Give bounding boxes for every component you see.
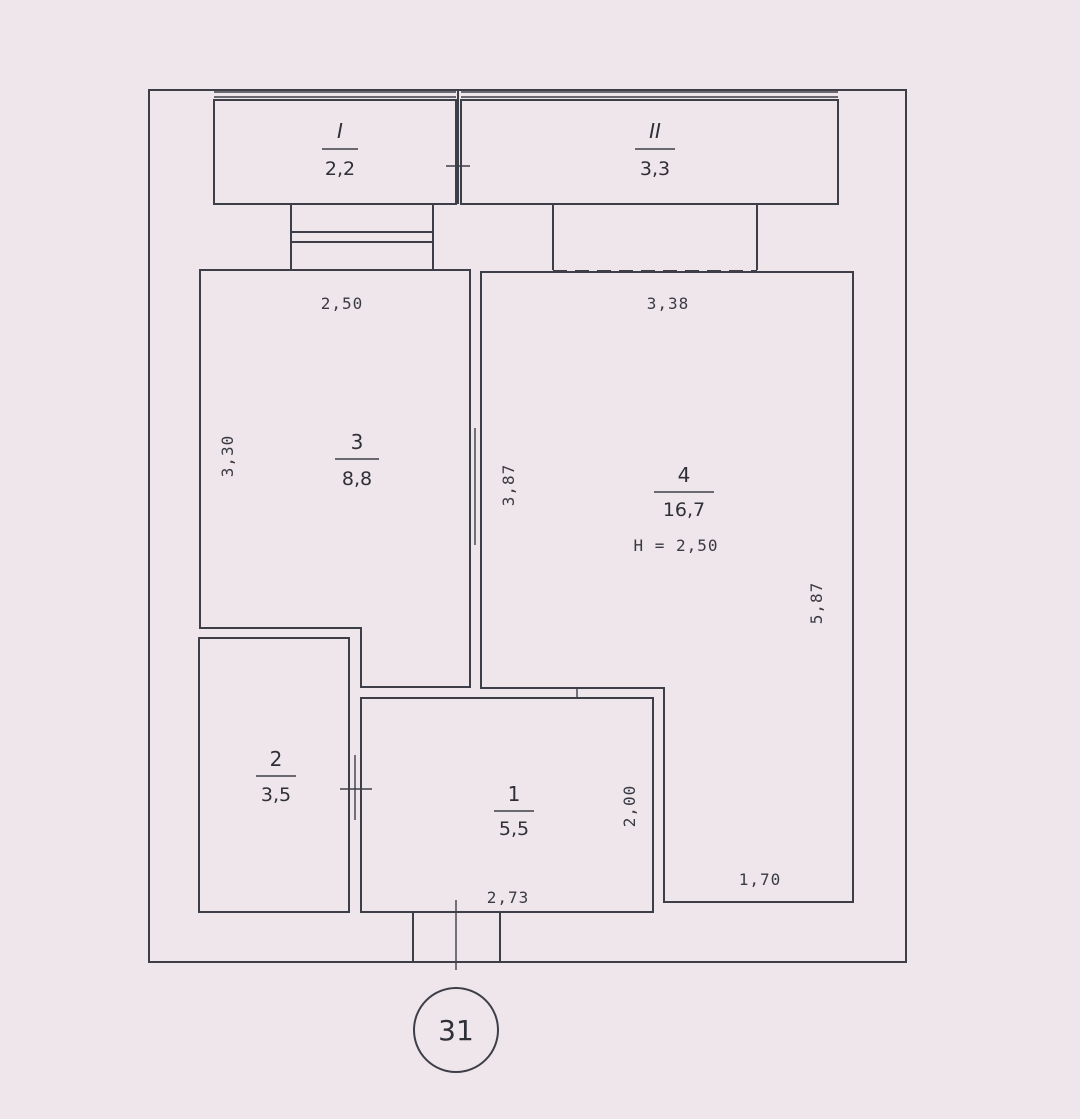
dim-room4-bottom: 1,70 <box>739 870 782 889</box>
dim-room1-height: 2,00 <box>620 785 639 828</box>
room-label-balcony-2: II 3,3 <box>635 119 675 180</box>
svg-text:8,8: 8,8 <box>342 468 372 490</box>
svg-text:3: 3 <box>351 430 364 454</box>
room-1-outline <box>360 697 654 913</box>
svg-text:5,5: 5,5 <box>499 818 529 840</box>
apartment-number-badge: 31 <box>413 987 499 1073</box>
dim-room1-width: 2,73 <box>487 888 530 907</box>
room-label-4: 4 16,7 H = 2,50 <box>633 463 718 555</box>
room-label-1: 1 5,5 <box>494 782 534 840</box>
room-label-2: 2 3,5 <box>256 747 296 806</box>
dim-room4-inner: 3,87 <box>499 464 518 507</box>
svg-text:16,7: 16,7 <box>663 499 705 521</box>
room-4-outline <box>480 271 854 903</box>
room-label-balcony-1: I 2,2 <box>322 119 358 180</box>
dim-room3-length: 3,30 <box>218 435 237 478</box>
room-label-3: 3 8,8 <box>335 430 379 490</box>
room-3-outline <box>199 269 471 688</box>
room-4-height: H = 2,50 <box>633 536 718 555</box>
svg-text:2: 2 <box>270 747 283 771</box>
svg-text:3,5: 3,5 <box>261 784 291 806</box>
outer-boundary <box>148 89 907 963</box>
balcony-opening-room4 <box>552 203 758 272</box>
svg-text:3,3: 3,3 <box>640 158 670 180</box>
apartment-number: 31 <box>438 1014 474 1047</box>
balcony-1 <box>213 91 457 205</box>
entrance <box>412 900 501 970</box>
svg-text:1: 1 <box>508 782 521 806</box>
dim-room4-length: 5,87 <box>807 582 826 625</box>
room-2-outline <box>198 637 350 913</box>
svg-text:I: I <box>337 119 343 143</box>
svg-text:II: II <box>649 119 661 143</box>
dim-room4-width: 3,38 <box>647 294 690 313</box>
svg-text:2,2: 2,2 <box>325 158 355 180</box>
balcony-2 <box>460 91 839 205</box>
balcony-door-marker <box>446 90 470 204</box>
svg-text:4: 4 <box>678 463 691 487</box>
balcony-door-room3 <box>290 204 434 270</box>
dim-room3-width: 2,50 <box>321 294 364 313</box>
